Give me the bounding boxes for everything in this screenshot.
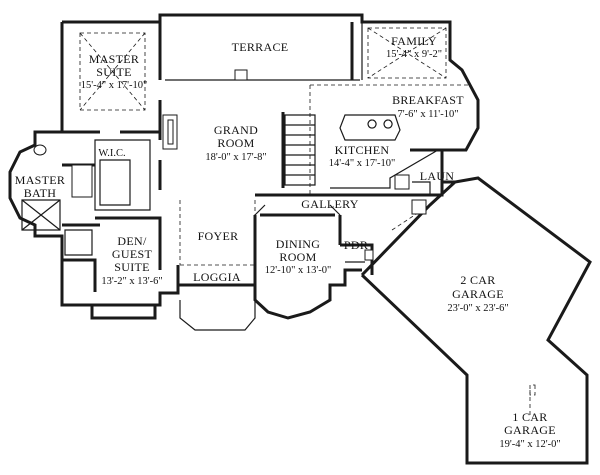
- pdr-label: PDR: [344, 238, 368, 252]
- kitchen-label: KITCHEN: [335, 143, 390, 157]
- dashed-dividers: [79, 27, 536, 415]
- den-dims: 13'-2" x 13'-6": [101, 276, 162, 287]
- dining-label-2: ROOM: [279, 250, 316, 264]
- master-suite-label-2: SUITE: [96, 65, 132, 79]
- den-label-1: DEN/: [117, 234, 147, 248]
- dining-dims: 12'-10" x 13'-0": [265, 265, 332, 276]
- den-label-2: GUEST: [112, 247, 153, 261]
- master-bath-label-1: MASTER: [15, 173, 65, 187]
- family-dims: 15'-4" x 9'-2": [386, 49, 442, 60]
- loggia-label: LOGGIA: [193, 270, 241, 284]
- garage1-label-1: 1 CAR: [512, 410, 547, 424]
- laun-label: LAUN: [420, 169, 455, 183]
- dining-label-1: DINING: [276, 237, 320, 251]
- master-suite-label-1: MASTER: [89, 52, 139, 66]
- grand-room-label-2: ROOM: [217, 136, 254, 150]
- foyer-label: FOYER: [198, 229, 239, 243]
- den-label-3: SUITE: [114, 260, 150, 274]
- wic-label: W.I.C.: [98, 148, 125, 159]
- garage2-label-2: GARAGE: [452, 287, 504, 301]
- kitchen-dims: 14'-4" x 17'-10": [329, 158, 396, 169]
- interior-walls: [21, 21, 463, 293]
- master-bath-label-2: BATH: [24, 186, 57, 200]
- garage2-label-1: 2 CAR: [460, 273, 495, 287]
- breakfast-dims: 7'-6" x 11'-10": [398, 109, 459, 120]
- breakfast-label: BREAKFAST: [392, 93, 464, 107]
- garage1-label-2: GARAGE: [504, 423, 556, 437]
- garage2-dims: 23'-0" x 23'-6": [447, 303, 508, 314]
- garage1-dims: 19'-4" x 12'-0": [499, 439, 560, 450]
- terrace-label: TERRACE: [232, 40, 289, 54]
- gallery-label: GALLERY: [301, 197, 358, 211]
- fixtures: [33, 69, 427, 261]
- master-suite-dims: 15'-4" x 17'-10": [81, 80, 148, 91]
- grand-room-dims: 18'-0" x 17'-8": [205, 152, 266, 163]
- grand-room-label-1: GRAND: [214, 123, 258, 137]
- room-labels: TERRACE FAMILY 15'-4" x 9'-2" MASTER SUI…: [15, 34, 561, 450]
- family-label: FAMILY: [391, 34, 437, 48]
